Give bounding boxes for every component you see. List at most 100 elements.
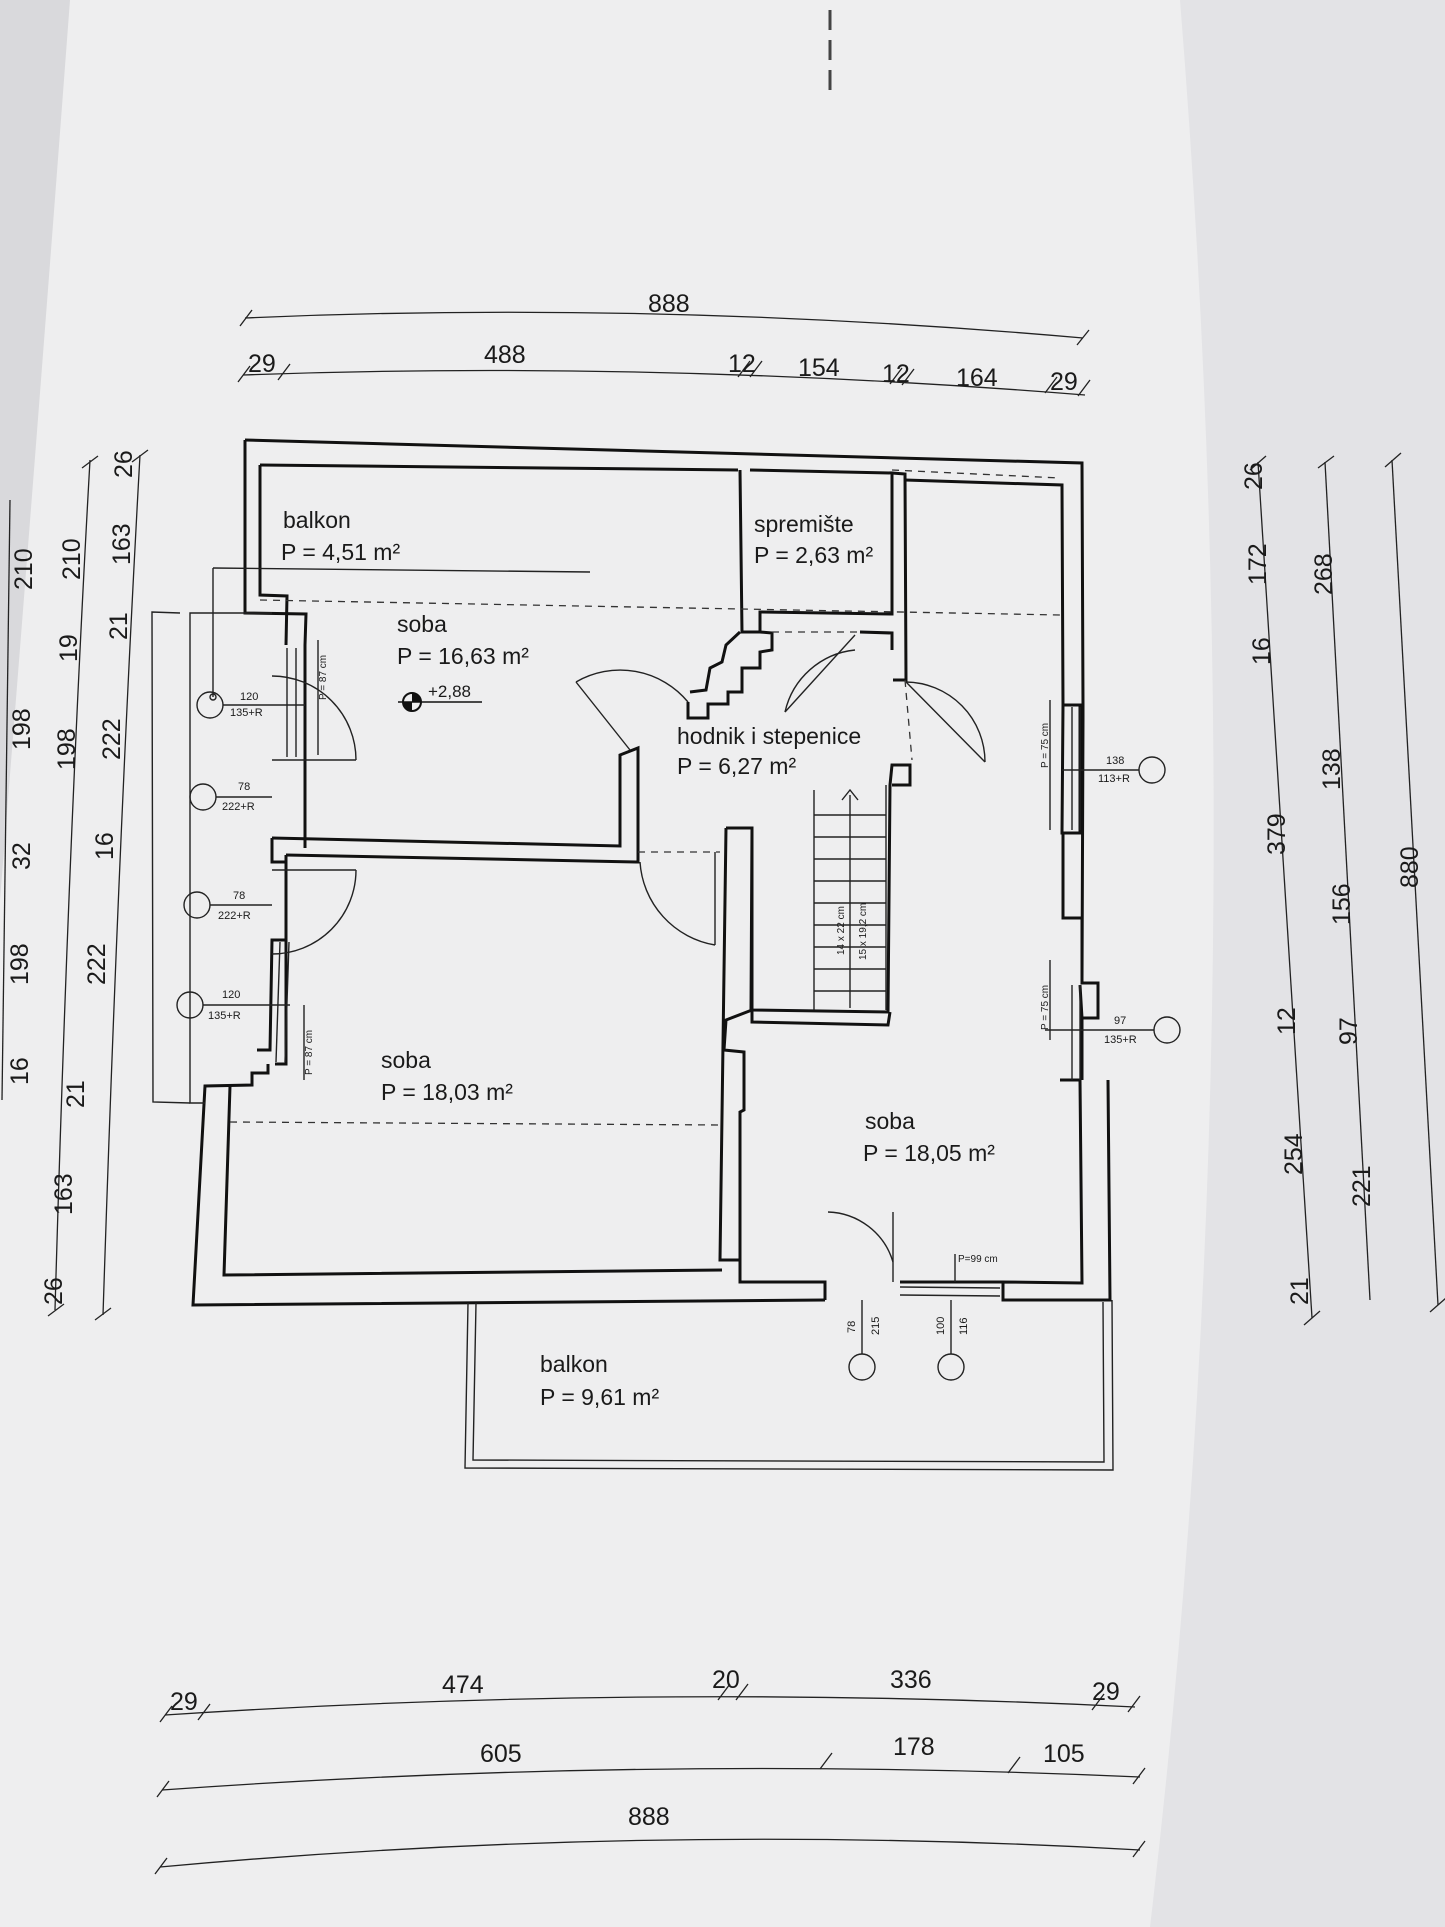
bottom-dim-5: 29	[1092, 1678, 1120, 1706]
left-inner-dim-2: 163	[108, 523, 136, 565]
room-name-balkon-bottom: balkon	[540, 1351, 608, 1377]
top-dim-4: 154	[798, 354, 840, 382]
bottom-door-jamb	[738, 1260, 827, 1300]
left-outer-dim-5: 16	[6, 1057, 34, 1085]
right-inner-dim-6: 254	[1280, 1133, 1308, 1175]
room-area-balkon-top: P = 4,51 m²	[281, 539, 400, 565]
opening-marker-5: 138 113+R	[1062, 755, 1166, 785]
storage-right-wall	[891, 471, 908, 682]
room-name-balkon-top: balkon	[283, 507, 351, 533]
inner-wall-left-bottom	[222, 1085, 723, 1277]
right-outer-dim: 880	[1396, 846, 1424, 888]
left-balcony-rail-outer	[151, 611, 191, 1104]
left-inner-dim-5: 16	[91, 832, 119, 860]
svg-text:222+R: 222+R	[218, 910, 251, 922]
right-middle-dim-3: 156	[1328, 883, 1356, 925]
outer-wall-left-bottom	[191, 1064, 826, 1307]
right-middle-dim-5: 221	[1348, 1165, 1376, 1207]
inner-left-line	[258, 465, 289, 646]
right-middle-dim-4: 97	[1335, 1017, 1363, 1045]
svg-text:120: 120	[240, 691, 258, 703]
sill-label-1: P = 87 cm	[318, 655, 329, 700]
right-middle-dim-1: 268	[1310, 553, 1338, 595]
opening-marker-1: 120 135+R	[196, 691, 305, 719]
opening-markers: 120 135+R 78 222+R 78 222+R 120 135+R	[176, 691, 1181, 1381]
bottom-dim-6: 605	[480, 1740, 522, 1768]
outer-wall-top	[244, 438, 1085, 707]
bottom-dim-8: 105	[1043, 1740, 1085, 1768]
left-inner-dim-1: 26	[110, 450, 138, 478]
stair-bottom	[750, 1010, 892, 1027]
bottom-total-dim: 888	[628, 1803, 670, 1831]
svg-text:135+R: 135+R	[1104, 1034, 1137, 1046]
svg-text:113+R: 113+R	[1098, 773, 1130, 785]
sill-labels: P = 87 cm P = 87 cm P = 75 cm P = 75 cm …	[303, 640, 1051, 1282]
level-mark-text: +2,88	[428, 682, 471, 701]
top-dim-7: 29	[1050, 368, 1078, 396]
right-inner-dim-5: 12	[1273, 1007, 1301, 1035]
partition-wall	[271, 745, 640, 864]
room-name-spremiste: spremište	[754, 511, 854, 537]
balcony-ref-line	[212, 567, 591, 573]
inner-wall-top-line	[259, 463, 739, 472]
top-dim-3: 12	[728, 350, 756, 378]
right-shadow	[1150, 0, 1445, 1927]
room-area-soba-top: P = 16,63 m²	[397, 643, 529, 669]
left-inner-dim-4: 222	[98, 718, 126, 760]
top-dimensions: 888 29 488 12 154 12 164 29	[237, 290, 1091, 397]
bottom-dim-3: 20	[712, 1666, 740, 1694]
left-dimensions: 210 198 32 198 16 210 19 198 163 26 26 1…	[1, 449, 149, 1321]
stair-label-2: 15 x 19,2 cm	[858, 903, 869, 960]
dash-right-door	[904, 679, 913, 761]
landing-steps-inner	[689, 630, 742, 694]
svg-text:78: 78	[238, 781, 250, 793]
door-swing-1-icon	[271, 675, 357, 761]
left-outer-dim-4: 198	[6, 943, 34, 985]
right-wall-bay	[1061, 833, 1100, 1020]
right-middle-dim-2: 138	[1318, 748, 1346, 790]
storage-door-jamb	[859, 630, 894, 650]
svg-text:138: 138	[1106, 755, 1124, 767]
left-outer-dim-2: 198	[8, 708, 36, 750]
top-total-dim: 888	[648, 290, 690, 318]
room-name-hodnik: hodnik i stepenice	[677, 723, 861, 749]
svg-text:78: 78	[233, 890, 245, 902]
building: 14 x 22 cm 15 x 19,2 cm +2,88	[151, 438, 1181, 1471]
door-swing-7-icon	[827, 1211, 894, 1263]
room-name-soba-top: soba	[397, 611, 447, 637]
left-inner-dim-3: 21	[105, 612, 133, 640]
level-marker: +2,88	[398, 682, 482, 712]
sill-label-2: P = 87 cm	[304, 1030, 315, 1075]
opening-marker-6: 97 135+R	[1045, 1015, 1181, 1046]
right-inner-dim-7: 21	[1286, 1277, 1314, 1305]
partition-wall-end	[270, 838, 286, 864]
svg-text:222+R: 222+R	[222, 801, 255, 813]
room-area-soba-right: P = 18,05 m²	[863, 1140, 995, 1166]
left-inner-dim-6: 222	[83, 943, 111, 985]
svg-text:100: 100	[935, 1317, 947, 1335]
sill-label-3: P = 75 cm	[1040, 723, 1051, 768]
page-curl-shadow	[0, 0, 70, 900]
room-area-balkon-bottom: P = 9,61 m²	[540, 1384, 659, 1410]
stair-label-1: 14 x 22 cm	[836, 906, 847, 955]
opening-marker-7: 78 215	[846, 1300, 882, 1381]
opening-marker-2: 78 222+R	[189, 781, 272, 813]
svg-text:135+R: 135+R	[230, 707, 263, 719]
left-balcony-rail	[189, 612, 272, 1104]
doors	[271, 634, 986, 1282]
sill-label-5: P=99 cm	[958, 1254, 998, 1265]
door-swing-2-icon	[271, 869, 357, 955]
left-outer-dim-3: 32	[8, 842, 36, 870]
right-wall-mid	[1080, 705, 1085, 981]
room-labels: balkon P = 4,51 m² soba P = 16,63 m² spr…	[281, 507, 995, 1410]
left-middle-dim-3: 198	[53, 728, 81, 770]
room-area-spremiste: P = 2,63 m²	[754, 542, 873, 568]
svg-text:116: 116	[958, 1317, 970, 1335]
door-leaf-5	[784, 634, 856, 713]
outer-wall-left-top	[243, 440, 308, 646]
room-name-soba-left: soba	[381, 1047, 431, 1073]
room-area-hodnik: P = 6,27 m²	[677, 753, 796, 779]
bottom-balcony-rail	[464, 1299, 1114, 1471]
room-name-soba-right: soba	[865, 1108, 915, 1134]
